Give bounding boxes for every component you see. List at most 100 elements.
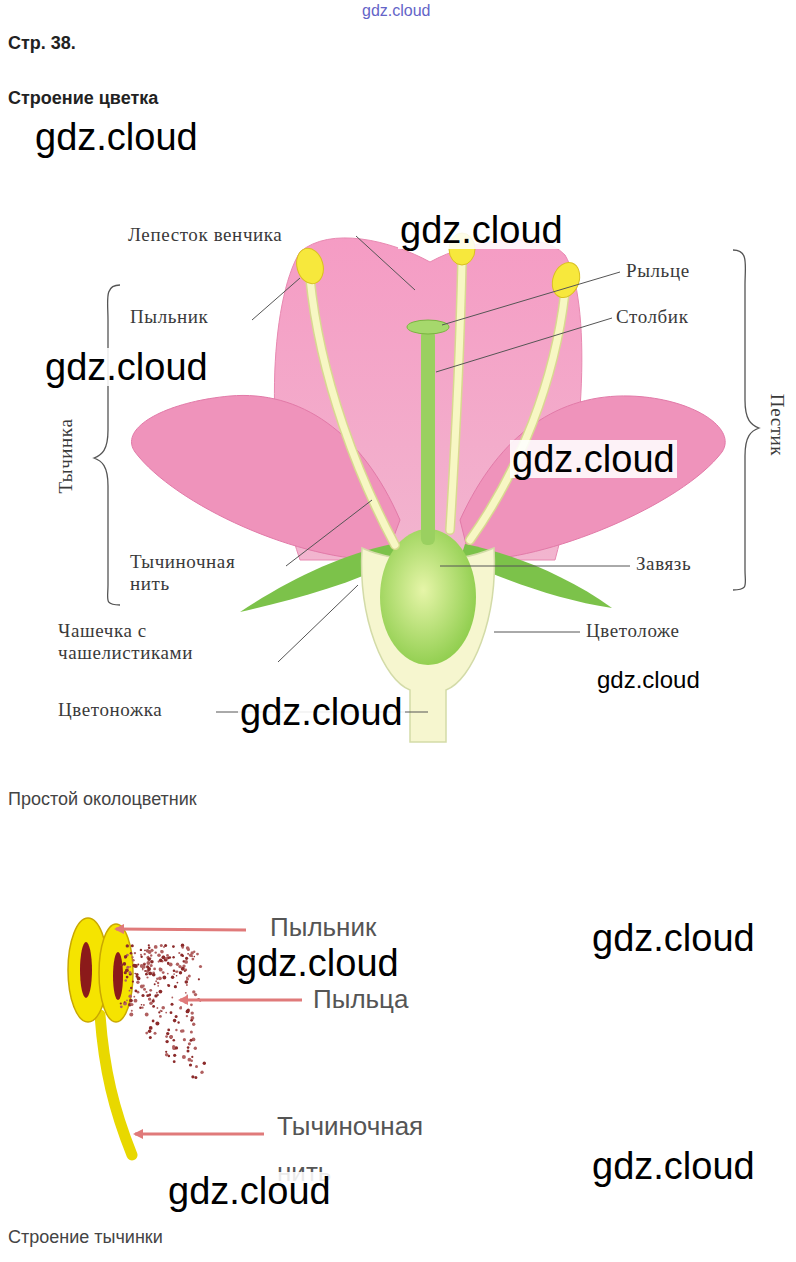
pollen-grain (145, 1032, 148, 1035)
pollen-grain (132, 964, 136, 968)
group-label: Пестик (766, 394, 788, 456)
pollen-grain (141, 994, 144, 997)
pollen-grain (130, 987, 132, 989)
pollen-grain (125, 968, 129, 972)
pollen-grain (169, 1035, 173, 1039)
pollen-grain (194, 956, 196, 958)
pollen-grain (158, 961, 160, 963)
pollen-grain (185, 957, 188, 960)
watermark: gdz.cloud (597, 668, 700, 692)
pollen-grain (194, 993, 197, 996)
pollen-grain (188, 1042, 191, 1045)
watermark: gdz.cloud (510, 440, 677, 478)
pollen-grain (124, 979, 127, 982)
part-label: Цветоложе (586, 620, 680, 642)
pollen-grain (149, 1036, 152, 1039)
pollen-grain (146, 949, 150, 953)
pollen-grain (187, 953, 189, 955)
pollen-grain (186, 994, 188, 996)
pollen-grain (201, 1072, 203, 1074)
pollen-grain (178, 952, 180, 954)
figure-caption: Строение тычинки (8, 1227, 163, 1248)
pollen-grain (129, 966, 131, 968)
figure-caption: Простой околоцветник (8, 789, 197, 810)
pollen-grain (149, 1001, 153, 1005)
pollen-grain (130, 952, 133, 955)
pollen-grain (170, 1035, 173, 1038)
pollen-grain (142, 969, 144, 971)
pollen-grain (152, 1020, 155, 1023)
pollen-grain (132, 959, 135, 962)
pollen-grain (179, 971, 182, 974)
pollen-grain (144, 953, 146, 955)
pollen-grain (192, 1023, 195, 1026)
pollen-grain (156, 992, 158, 994)
pollen-grain (146, 965, 149, 968)
pollen-grain (174, 985, 177, 988)
watermark: gdz.cloud (234, 944, 401, 982)
pollen-grain (158, 976, 162, 980)
pollen-grain (157, 982, 159, 984)
page-number: Стр. 38. (8, 33, 76, 54)
pollen-grain (164, 958, 168, 962)
pollen-grain (176, 970, 178, 972)
pollen-grain (172, 956, 174, 958)
pollen-grain (191, 1011, 194, 1014)
pollen-grain (198, 978, 200, 980)
pollen-grain (188, 974, 191, 977)
pollen-grain (132, 981, 134, 983)
pollen-grain (159, 1015, 162, 1018)
pollen-grain (170, 1011, 173, 1014)
pollen-grain (171, 997, 173, 999)
pollen-grain (187, 1046, 190, 1049)
pollen-grain (159, 990, 163, 994)
pollen-grain (203, 1062, 206, 1065)
pollen-grain (141, 1004, 143, 1006)
pollen-grain (131, 1010, 133, 1012)
pollen-grain (139, 1007, 142, 1010)
pollen-grain (145, 1013, 149, 1017)
pollen-grain (131, 944, 134, 947)
pollen-grain (134, 952, 136, 954)
part-label: Столбик (616, 306, 688, 328)
pollen-grain (142, 1007, 144, 1009)
pollen-grain (175, 1029, 177, 1031)
pollen-grain (123, 962, 127, 966)
pollen-grain (128, 994, 132, 998)
pollen-grain (196, 953, 199, 956)
watermark: gdz.cloud (362, 3, 431, 19)
pollen-grain (167, 1029, 170, 1032)
pollen-grain (185, 980, 189, 984)
pollen-grain (130, 1003, 133, 1006)
pollen-grain (166, 954, 169, 957)
pollen-grain (132, 956, 134, 958)
pollen-grain (126, 1000, 128, 1002)
pollen-grain (160, 950, 164, 954)
pollen-grain (173, 1019, 177, 1023)
watermark: gdz.cloud (166, 1172, 333, 1210)
pollen-grain (199, 965, 202, 968)
pollen-grain (176, 975, 178, 977)
pollen-grain (148, 947, 151, 950)
pollen-grain (148, 972, 152, 976)
pollen-grain (167, 963, 169, 965)
pollen-grain (189, 1063, 192, 1066)
pollen-grain (136, 976, 138, 978)
pollen-grain (143, 988, 146, 991)
part-label: Лепесток венчика (128, 224, 282, 246)
pollen-grain (166, 1032, 169, 1035)
group-label: Тычинка (55, 419, 77, 494)
pollen-grain (148, 998, 150, 1000)
page-title: Строение цветка (8, 88, 158, 109)
pollen-grain (137, 963, 139, 965)
pollen-grain (167, 973, 169, 975)
pollen-grain (182, 946, 184, 948)
pollen-grain (154, 983, 156, 985)
pollen-grain (129, 999, 133, 1003)
pollen-grain (201, 1071, 204, 1074)
pollen-grain (173, 1039, 176, 1042)
pollen-grain (134, 999, 138, 1003)
pollen-grain (186, 1010, 190, 1014)
pollen-grain (124, 955, 127, 958)
pollen-grain (148, 956, 150, 958)
